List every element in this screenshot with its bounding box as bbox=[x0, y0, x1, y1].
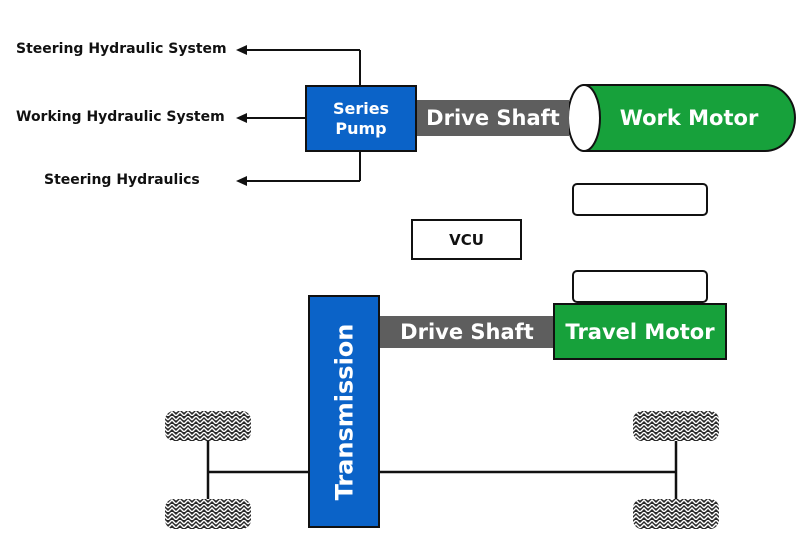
travel-motor-box: Travel Motor bbox=[553, 303, 727, 360]
label-steering-hydraulics: Steering Hydraulics bbox=[44, 172, 200, 188]
wheels bbox=[165, 411, 719, 529]
transmission-box: Transmission bbox=[308, 295, 380, 528]
axle-lines bbox=[206, 440, 678, 505]
work-motor-label: Work Motor bbox=[619, 106, 759, 130]
drive-shaft-top: Drive Shaft bbox=[417, 100, 569, 136]
vcu-label: VCU bbox=[449, 230, 484, 249]
arrow-working-hydraulic-system bbox=[236, 113, 247, 123]
label-steering-hydraulic-system: Steering Hydraulic System bbox=[16, 41, 227, 57]
wheel-front-right bbox=[633, 411, 719, 441]
hydraulic-connectors bbox=[236, 45, 361, 186]
label-working-hydraulic-system: Working Hydraulic System bbox=[16, 109, 225, 125]
drive-shaft-bottom: Drive Shaft bbox=[380, 316, 554, 348]
travel-motor-label: Travel Motor bbox=[565, 319, 715, 344]
wheel-front-left bbox=[165, 411, 251, 441]
arrow-steering-hydraulic-system bbox=[236, 45, 247, 55]
series-pump-label-line1: Series bbox=[332, 98, 390, 118]
empty-box-lower bbox=[572, 270, 708, 303]
arrow-steering-hydraulics bbox=[236, 176, 247, 186]
vcu-box: VCU bbox=[411, 219, 522, 260]
wheel-rear-left bbox=[165, 499, 251, 529]
wheel-rear-right bbox=[633, 499, 719, 529]
series-pump-box: Series Pump bbox=[305, 85, 417, 152]
series-pump-label-line2: Pump bbox=[335, 118, 387, 138]
empty-box-upper bbox=[572, 183, 708, 216]
transmission-label: Transmission bbox=[330, 323, 358, 500]
